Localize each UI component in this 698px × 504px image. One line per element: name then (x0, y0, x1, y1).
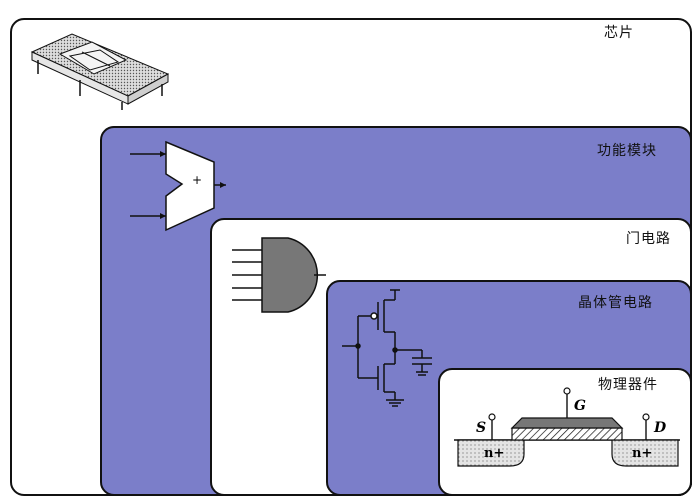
functional-module-label: 功能模块 (597, 143, 657, 159)
chip-label: 芯片 (604, 25, 634, 41)
mosfet-cross-section: S G D n+ n+ (454, 387, 680, 467)
gate-label: G (574, 398, 586, 414)
adder-plus: + (192, 173, 202, 187)
n-plus-left-label: n+ (484, 446, 504, 461)
physical-device-label: 物理器件 (598, 377, 658, 393)
transistor-circuit-label: 晶体管电路 (578, 295, 653, 311)
adder-symbol: + (130, 140, 226, 232)
transistor-schematic (342, 289, 432, 407)
drain-label: D (653, 420, 667, 436)
gate-circuit-label: 门电路 (626, 231, 671, 247)
chip-illustration (30, 33, 170, 110)
and-gate-symbol (232, 237, 326, 313)
n-plus-right-label: n+ (632, 446, 652, 461)
source-label: S (476, 420, 486, 436)
